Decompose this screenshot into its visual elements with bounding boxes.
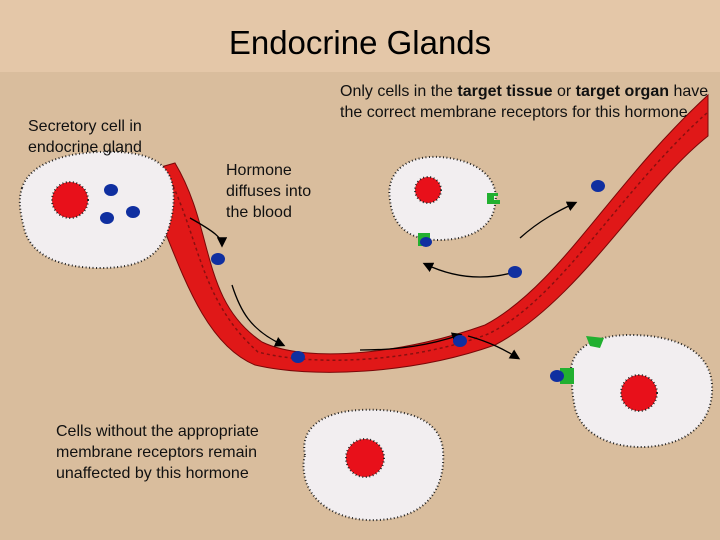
target-organ-term: target organ [575, 83, 669, 100]
hormone-molecule [104, 184, 118, 196]
arrow-to-lower-target [467, 335, 521, 360]
secretory-cell-nucleus [51, 181, 89, 219]
arrow-to-upper-target [422, 262, 516, 278]
target-label-rest: have the correct membrane receptors for … [340, 83, 709, 121]
blood-vessel [139, 93, 709, 373]
target-cell-lower [550, 333, 714, 449]
target-cells-label: Only cells in the target tissue or targe… [340, 81, 712, 123]
hormone-molecule [591, 180, 605, 192]
target-cell-upper-nucleus [414, 176, 442, 204]
unaffected-cells-label: Cells without the appropriate membrane r… [56, 423, 259, 482]
hormone-bound-icon [550, 370, 564, 382]
blood-vessel-center-line [167, 111, 709, 361]
hormone-molecule [291, 351, 305, 363]
target-label-or: or [552, 83, 576, 100]
flow-arrow-2 [359, 332, 463, 351]
receptor-icon [586, 336, 604, 348]
target-cell-lower-nucleus [620, 374, 658, 412]
target-cell-upper [388, 155, 500, 247]
title-band [0, 0, 720, 72]
flow-arrow-3 [519, 201, 578, 239]
diffuses-label: Hormone diffuses into the blood [226, 162, 312, 221]
target-label-intro: Only cells in the [340, 83, 458, 100]
blood-vessel-body [139, 93, 709, 373]
target-tissue-term: target tissue [457, 83, 553, 100]
receptor-icon [560, 368, 574, 384]
target-cell-upper-membrane [388, 155, 497, 242]
secretory-cell-membrane [18, 150, 175, 270]
hormone-molecule [508, 266, 522, 278]
arrow-cell-to-vessel [189, 217, 228, 248]
receptor-icon [487, 193, 500, 204]
secretory-cell [18, 150, 175, 270]
hormone-molecule [126, 206, 140, 218]
flow-arrows [189, 201, 578, 360]
flow-arrow-1 [231, 284, 286, 347]
hormone-bound-icon [420, 237, 432, 247]
hormone-molecule [453, 335, 467, 347]
hormone-molecule [211, 253, 225, 265]
secretory-cell-label: Secretory cell in endocrine gland [28, 118, 142, 156]
hormone-molecule [100, 212, 114, 224]
hormones-in-vessel [211, 180, 605, 363]
slide-title: Endocrine Glands [228, 24, 492, 61]
unaffected-cell-nucleus [345, 438, 385, 478]
unaffected-cell [302, 408, 445, 522]
